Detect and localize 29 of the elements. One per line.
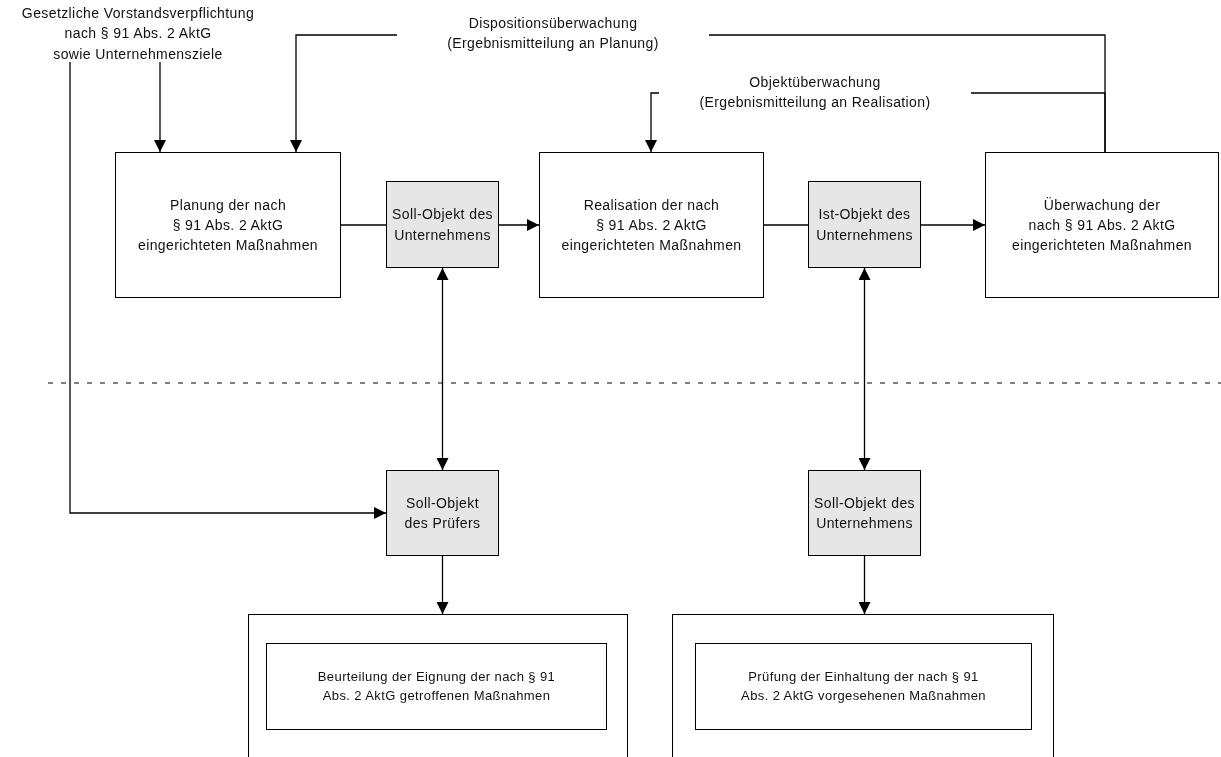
process-box	[985, 152, 1219, 298]
annotation-text: Gesetzliche Vorstandsverpflichtung nach § 91 Abs. 2 AktG sowie Unternehmensziele	[20, 4, 256, 64]
box-text: Prüfung der Einhaltung der nach § 91 Abs. 2 AktG vorgesehenen Maßnahmen	[740, 667, 987, 705]
object-box	[808, 181, 921, 268]
arrow	[436, 555, 449, 615]
frame-box	[248, 614, 628, 757]
box-text: Planung der nach § 91 Abs. 2 AktG eingerichteten Maßnahmen	[136, 195, 319, 256]
box-text: Ist-Objekt des Unternehmens	[815, 205, 914, 245]
arrow	[920, 219, 986, 231]
object-box	[808, 470, 921, 556]
box-text: Realisation der nach § 91 Abs. 2 AktG eingerichteten Maßnahmen	[560, 195, 743, 256]
arrow	[154, 61, 166, 153]
box-text: Soll-Objekt des Unternehmens	[391, 205, 494, 245]
frame-box	[672, 614, 1054, 757]
process-box	[695, 643, 1032, 730]
box-text: Überwachung der nach § 91 Abs. 2 AktG eingerichteten Maßnahmen	[1010, 195, 1193, 256]
box-text: Soll-Objekt des Unternehmens	[813, 493, 916, 533]
arrow	[69, 61, 387, 519]
process-box	[115, 152, 341, 298]
object-box	[386, 470, 499, 556]
arrow	[858, 267, 871, 471]
process-box	[539, 152, 764, 298]
box-text: Soll-Objekt des Prüfers	[403, 493, 482, 533]
arrow	[498, 219, 540, 231]
process-box	[266, 643, 607, 730]
arrow	[436, 267, 449, 471]
object-box	[386, 181, 499, 268]
box-text: Beurteilung der Eignung der nach § 91 Abs. 2 AktG getroffenen Maßnahmen	[316, 667, 557, 705]
arrow	[858, 555, 871, 615]
